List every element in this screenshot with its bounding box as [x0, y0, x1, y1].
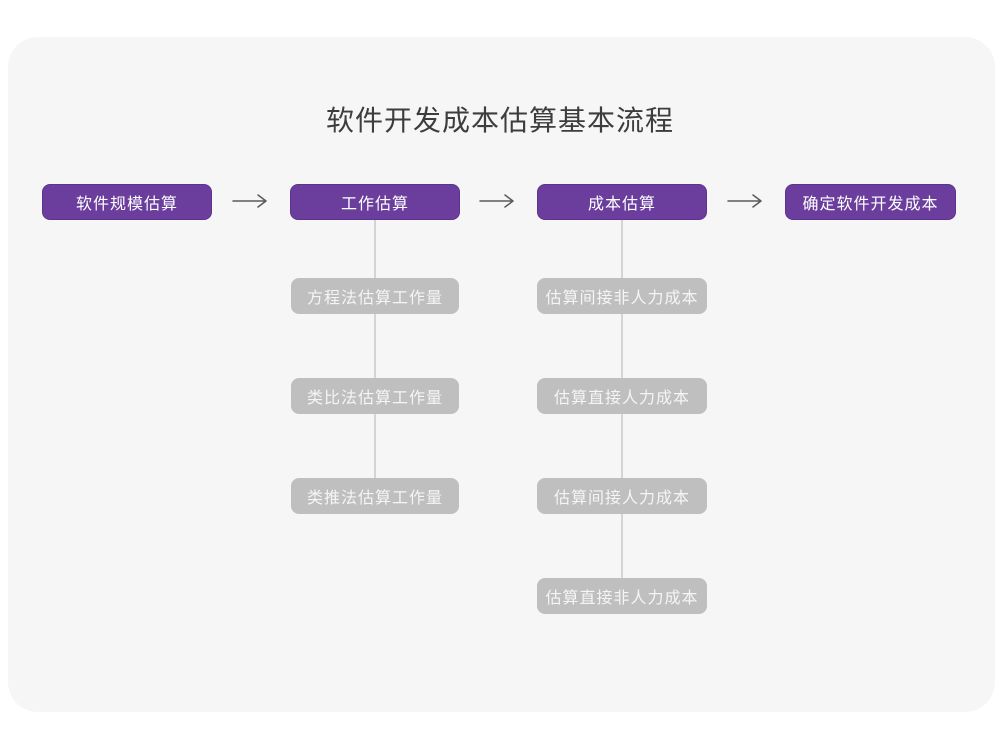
sub-node-label: 估算直接非人力成本 — [545, 590, 699, 607]
sub-node-equation-method: 方程法估算工作量 — [291, 278, 459, 314]
arrow-right-icon — [727, 194, 762, 208]
flow-node-work-estimation: 工作估算 — [290, 184, 460, 220]
flow-node-determine-dev-cost: 确定软件开发成本 — [785, 184, 956, 220]
sub-node-indirect-labor-cost: 估算间接人力成本 — [537, 478, 707, 514]
flow-node-label: 成本估算 — [587, 196, 656, 213]
sub-node-label: 类比法估算工作量 — [306, 390, 443, 407]
flow-node-label: 工作估算 — [340, 196, 409, 213]
sub-node-label: 估算间接非人力成本 — [545, 290, 699, 307]
sub-node-direct-labor-cost: 估算直接人力成本 — [537, 378, 707, 414]
sub-node-label: 估算间接人力成本 — [553, 490, 690, 507]
flow-node-label: 软件规模估算 — [75, 196, 178, 213]
sub-node-extrapolation-method: 类推法估算工作量 — [291, 478, 459, 514]
sub-node-label: 估算直接人力成本 — [553, 390, 690, 407]
sub-node-label: 方程法估算工作量 — [306, 290, 443, 307]
sub-node-label: 类推法估算工作量 — [306, 490, 443, 507]
arrow-right-icon — [479, 194, 514, 208]
diagram-title: 软件开发成本估算基本流程 — [325, 105, 674, 136]
diagram-card — [8, 37, 995, 712]
arrow-right-icon — [232, 194, 267, 208]
flow-node-software-scale-estimation: 软件规模估算 — [42, 184, 212, 220]
flow-node-cost-estimation: 成本估算 — [537, 184, 707, 220]
sub-node-indirect-nonlabor-cost: 估算间接非人力成本 — [537, 278, 707, 314]
sub-node-analogy-method: 类比法估算工作量 — [291, 378, 459, 414]
sub-node-direct-nonlabor-cost: 估算直接非人力成本 — [537, 578, 707, 614]
work-column-connector-line — [374, 220, 376, 496]
flow-node-label: 确定软件开发成本 — [802, 196, 939, 213]
